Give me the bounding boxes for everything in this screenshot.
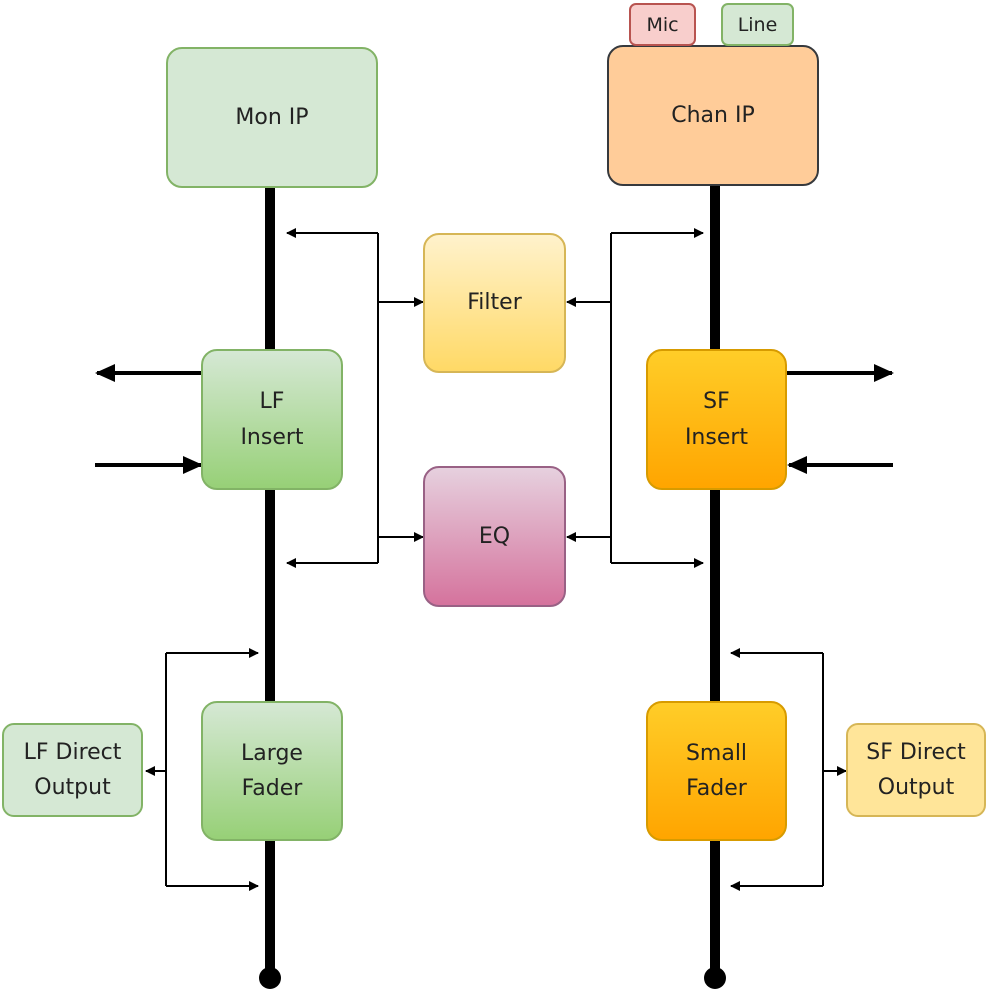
mon-ip-block: Mon IP: [166, 47, 378, 188]
eq-block: EQ: [423, 466, 566, 607]
small-fader-block: Small Fader: [646, 701, 787, 841]
sf-insert-block: SF Insert: [646, 349, 787, 490]
filter-block: Filter: [423, 233, 566, 373]
line-tag: Line: [721, 3, 794, 46]
large-fader-block: Large Fader: [201, 701, 343, 841]
sf-direct-output-block: SF Direct Output: [846, 723, 986, 817]
right-bus-terminal: [704, 967, 726, 989]
chan-ip-block: Chan IP: [607, 45, 819, 186]
lf-insert-block: LF Insert: [201, 349, 343, 490]
left-bus-terminal: [259, 967, 281, 989]
mic-tag: Mic: [629, 3, 696, 46]
lf-direct-output-block: LF Direct Output: [2, 723, 143, 817]
